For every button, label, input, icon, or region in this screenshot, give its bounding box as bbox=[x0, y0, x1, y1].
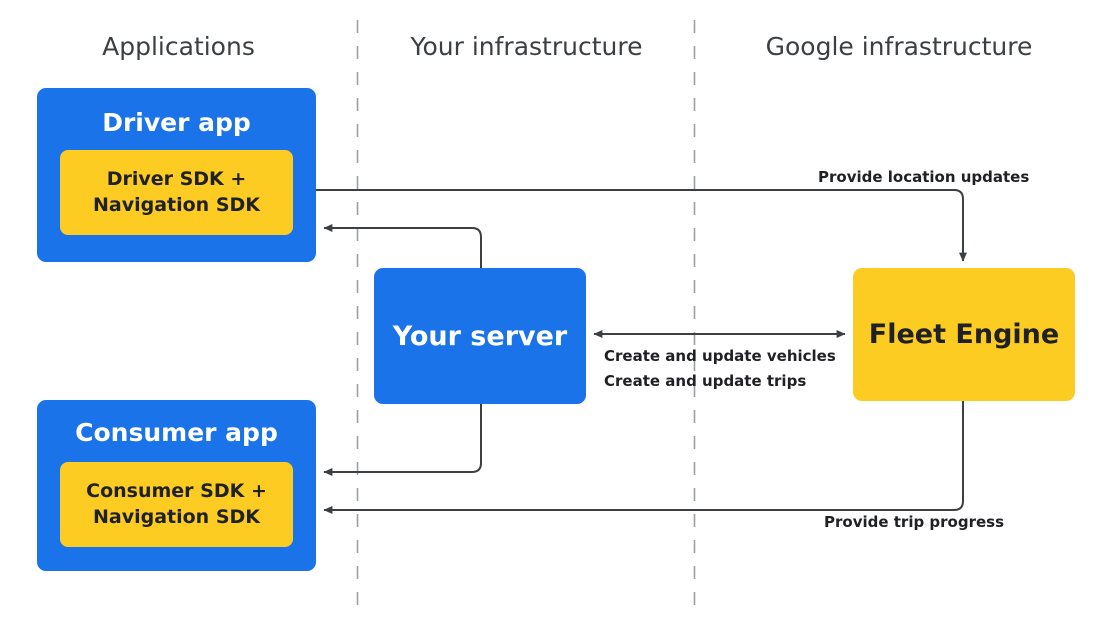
edge-server-to-driver-app bbox=[323, 224, 482, 268]
edge-label-create-update-vehicles: Create and update vehicles bbox=[604, 347, 836, 365]
column-header-applications: Applications bbox=[102, 32, 255, 61]
edge-fleet-engine-to-consumer bbox=[323, 401, 964, 514]
edge-driver-to-fleet-engine bbox=[293, 189, 967, 262]
driver-sdk-line-1: Driver SDK + bbox=[106, 168, 247, 191]
consumer-sdk-box[interactable]: Consumer SDK + Navigation SDK bbox=[60, 462, 293, 547]
driver-sdk-line-2: Navigation SDK bbox=[92, 193, 260, 216]
consumer-sdk-line-2: Navigation SDK bbox=[92, 505, 260, 528]
node-driver-app[interactable]: Driver app Driver SDK + Navigation SDK bbox=[37, 88, 316, 262]
edge-label-provide-trip-progress: Provide trip progress bbox=[824, 513, 1005, 531]
column-header-google-infrastructure: Google infrastructure bbox=[765, 32, 1033, 61]
node-fleet-engine[interactable]: Fleet Engine bbox=[853, 268, 1075, 401]
consumer-app-title: Consumer app bbox=[75, 418, 278, 447]
column-header-your-infrastructure: Your infrastructure bbox=[410, 32, 643, 61]
node-consumer-app[interactable]: Consumer app Consumer SDK + Navigation S… bbox=[37, 400, 316, 571]
fleet-engine-title: Fleet Engine bbox=[868, 319, 1060, 350]
node-your-server[interactable]: Your server bbox=[374, 268, 586, 404]
edge-server-to-consumer-app bbox=[323, 404, 482, 476]
driver-app-title: Driver app bbox=[102, 108, 251, 137]
your-server-title: Your server bbox=[392, 320, 568, 352]
edge-label-provide-location-updates: Provide location updates bbox=[818, 168, 1030, 186]
edge-label-create-update-trips: Create and update trips bbox=[604, 372, 807, 390]
consumer-sdk-line-1: Consumer SDK + bbox=[86, 480, 267, 503]
driver-sdk-box[interactable]: Driver SDK + Navigation SDK bbox=[60, 150, 293, 235]
